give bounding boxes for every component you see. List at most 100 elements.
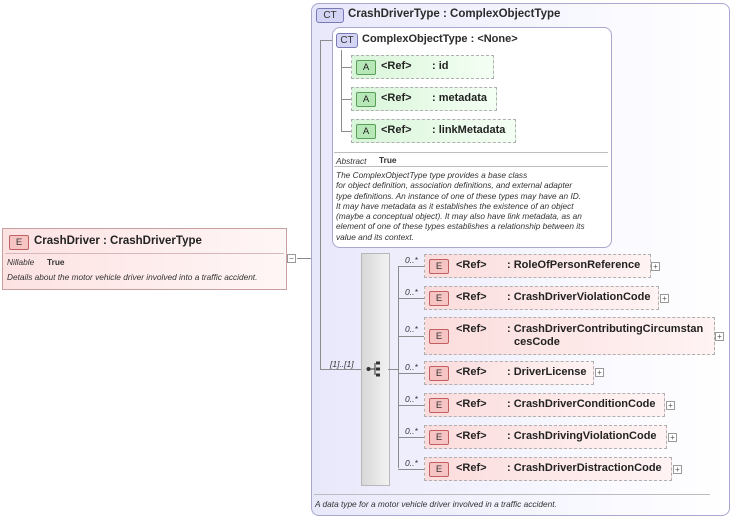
element-multiplicity: 0..* [405, 362, 418, 372]
attribute-metadata[interactable]: A <Ref> : metadata [351, 87, 497, 111]
base-type-badge: CT [336, 33, 358, 48]
element-driver-license[interactable]: E <Ref> : DriverLicense [424, 361, 594, 385]
root-divider [5, 253, 284, 254]
expand-toggle[interactable]: + [715, 332, 724, 341]
connector-element [398, 469, 424, 470]
nillable-value: True [47, 257, 65, 267]
element-multiplicity: 0..* [405, 426, 418, 436]
element-name: : RoleOfPersonReference [507, 259, 641, 271]
expand-toggle[interactable]: + [673, 465, 682, 474]
element-multiplicity: 0..* [405, 394, 418, 404]
nillable-label: Nillable [7, 257, 35, 267]
connector-to-sequence [320, 369, 361, 370]
element-ref: <Ref> [456, 462, 487, 474]
type-description: A data type for a motor vehicle driver i… [315, 499, 557, 509]
description-line: It may have metadata as it establishes t… [336, 200, 574, 211]
attribute-badge: A [356, 60, 376, 75]
attribute-ref: <Ref> [381, 60, 412, 72]
base-type-title: ComplexObjectType : <None> [362, 33, 518, 45]
element-badge: E [429, 398, 449, 413]
connector-element [398, 437, 424, 438]
attribute-name: : metadata [432, 92, 488, 104]
connector-to-base [320, 40, 332, 41]
type-divider [314, 494, 710, 495]
description-line: The ComplexObjectType type provides a ba… [336, 170, 528, 180]
root-collapse-toggle[interactable]: − [287, 254, 296, 263]
connector-attributes-spine [341, 50, 342, 132]
attribute-badge: A [356, 124, 376, 139]
element-ref: <Ref> [456, 430, 487, 442]
attribute-name: : id [432, 60, 449, 72]
expand-toggle[interactable]: + [666, 401, 675, 410]
connector-type-spine [320, 40, 321, 370]
connector-attr-id [341, 67, 351, 68]
description-line: value and its context. [336, 231, 414, 242]
element-crash-driver-violation-code[interactable]: E <Ref> : CrashDriverViolationCode [424, 286, 659, 310]
base-description: The ComplexObjectType type provides a ba… [336, 170, 608, 242]
element-name: : CrashDriverDistractionCode [507, 462, 662, 474]
expand-toggle[interactable]: + [651, 262, 660, 271]
root-element-title: CrashDriver : CrashDriverType [34, 235, 202, 247]
element-name: : CrashDrivingViolationCode [507, 430, 657, 442]
element-badge: E [429, 259, 449, 274]
abstract-label: Abstract [336, 156, 367, 166]
attribute-ref: <Ref> [381, 92, 412, 104]
connector-element [398, 336, 424, 337]
element-multiplicity: 0..* [405, 324, 418, 334]
root-element-box[interactable]: E CrashDriver : CrashDriverType Nillable… [2, 228, 287, 290]
element-badge: E [429, 430, 449, 445]
element-ref: <Ref> [456, 398, 487, 410]
element-crash-driver-contributing-circumstances-code[interactable]: E <Ref> : CrashDriverContributingCircums… [424, 317, 715, 355]
attribute-badge: A [356, 92, 376, 107]
connector-attr-metadata [341, 99, 351, 100]
element-name: : CrashDriverConditionCode [507, 398, 656, 410]
element-ref: <Ref> [456, 323, 487, 335]
element-ref: <Ref> [456, 291, 487, 303]
element-ref: <Ref> [456, 259, 487, 271]
connector-sequence-out [388, 369, 398, 370]
connector-root-to-type [297, 258, 311, 259]
element-badge: E [429, 329, 449, 344]
complex-type-badge: CT [316, 8, 344, 23]
attribute-ref: <Ref> [381, 124, 412, 136]
complex-type-title: CrashDriverType : ComplexObjectType [348, 8, 561, 20]
element-multiplicity: 0..* [405, 255, 418, 265]
abstract-value: True [379, 155, 397, 165]
connector-element [398, 373, 424, 374]
element-badge: E [429, 291, 449, 306]
element-name: : DriverLicense [507, 366, 587, 378]
element-badge: E [9, 235, 29, 250]
element-ref: <Ref> [456, 366, 487, 378]
connector-element [398, 298, 424, 299]
attribute-id[interactable]: A <Ref> : id [351, 55, 494, 79]
description-line: element of one of these types establishe… [336, 221, 585, 232]
sequence-multiplicity: [1]..[1] [330, 359, 354, 369]
element-name-line2: cesCode [514, 336, 560, 348]
element-crash-driver-distraction-code[interactable]: E <Ref> : CrashDriverDistractionCode [424, 457, 672, 481]
description-line: type definitions. An instance of one of … [336, 190, 582, 201]
element-multiplicity: 0..* [405, 458, 418, 468]
element-crash-driving-violation-code[interactable]: E <Ref> : CrashDrivingViolationCode [424, 425, 667, 449]
element-multiplicity: 0..* [405, 287, 418, 297]
attribute-name: : linkMetadata [432, 124, 506, 136]
element-badge: E [429, 366, 449, 381]
expand-toggle[interactable]: + [668, 433, 677, 442]
element-name: : CrashDriverViolationCode [507, 291, 651, 303]
expand-toggle[interactable]: + [660, 294, 669, 303]
description-line: (maybe a conceptual object). It may also… [336, 211, 582, 222]
connector-element [398, 405, 424, 406]
base-divider [334, 152, 608, 153]
element-badge: E [429, 462, 449, 477]
connector-elements-spine [398, 266, 399, 468]
attribute-linkmetadata[interactable]: A <Ref> : linkMetadata [351, 119, 516, 143]
element-name-line1: : CrashDriverContributingCircumstan [507, 323, 704, 335]
root-description: Details about the motor vehicle driver i… [7, 272, 258, 282]
expand-toggle[interactable]: + [595, 368, 604, 377]
description-line: for object definition, association defin… [336, 180, 573, 191]
base-divider [334, 166, 608, 167]
connector-attr-linkmetadata [341, 131, 351, 132]
connector-element [398, 266, 424, 267]
element-crash-driver-condition-code[interactable]: E <Ref> : CrashDriverConditionCode [424, 393, 665, 417]
sequence-icon [366, 361, 380, 377]
element-role-of-person-reference[interactable]: E <Ref> : RoleOfPersonReference [424, 254, 651, 278]
